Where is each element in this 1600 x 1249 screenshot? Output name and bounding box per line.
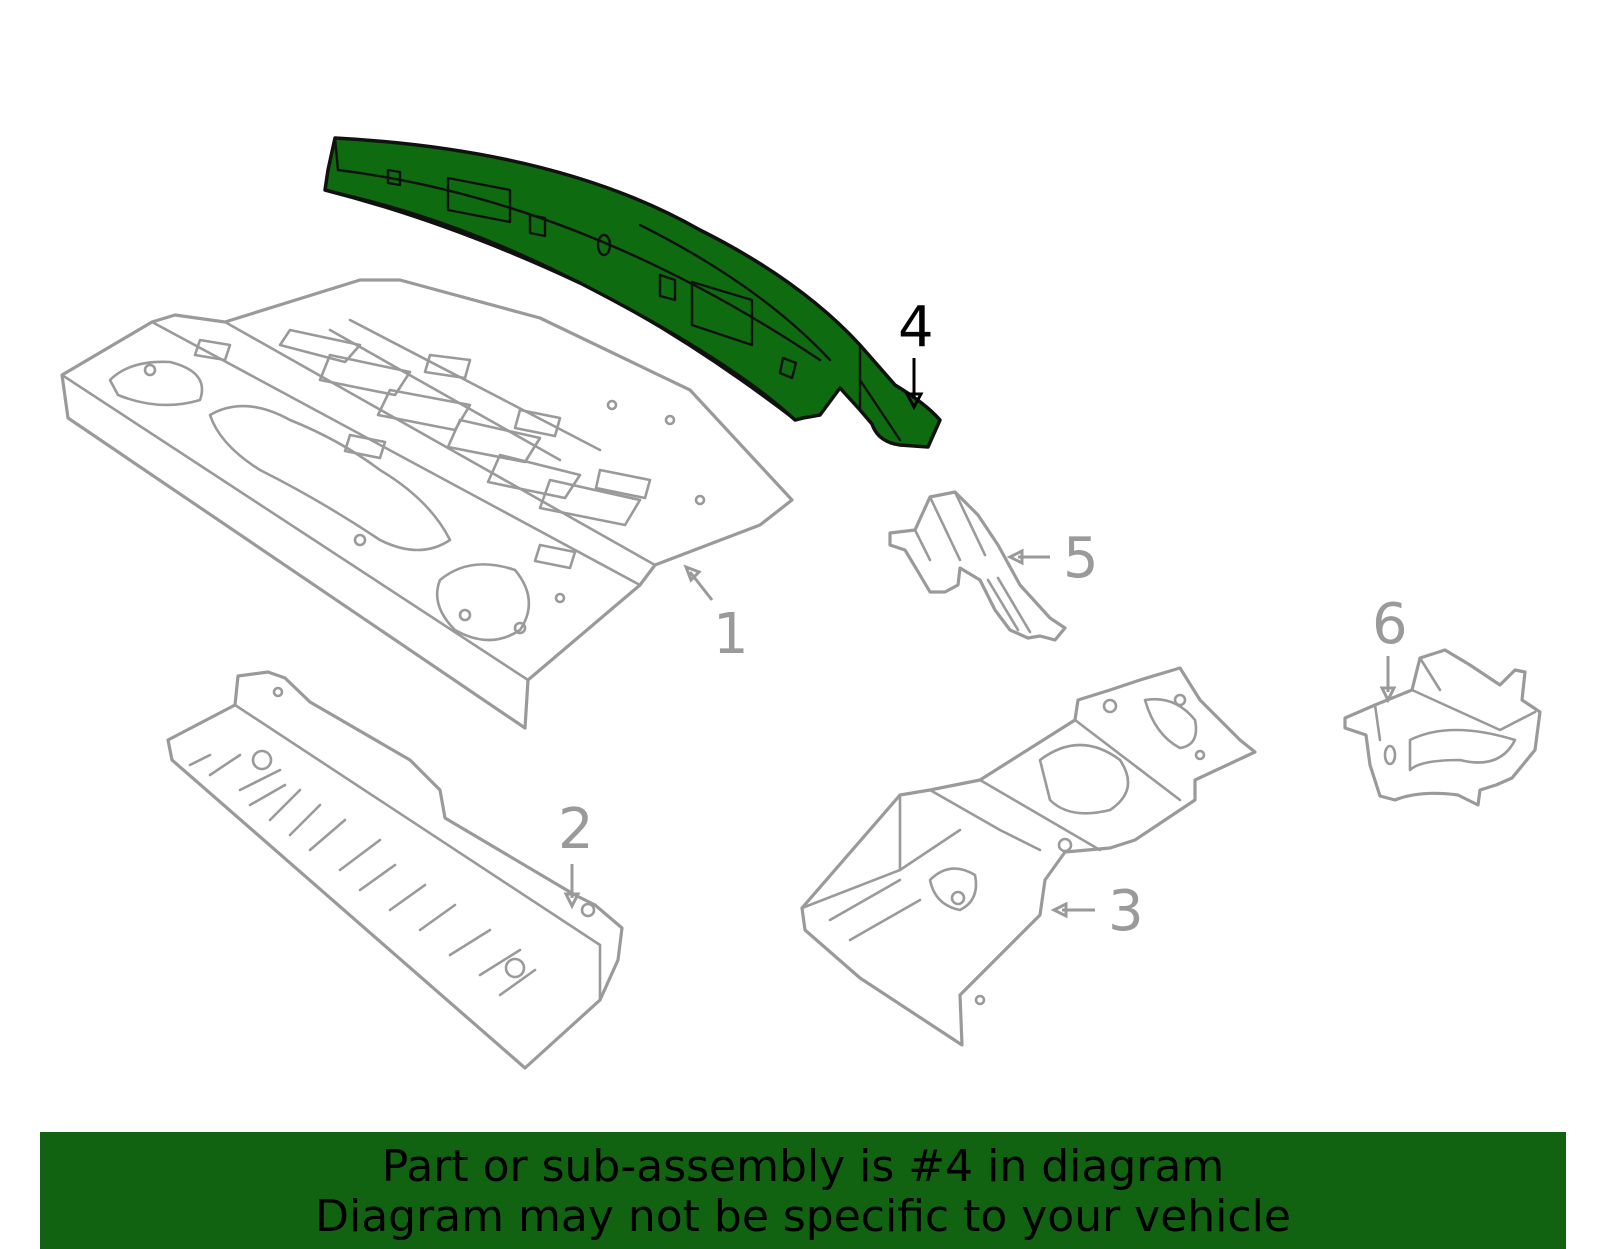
callout-5: 5 xyxy=(1006,526,1099,591)
info-banner: Part or sub-assembly is #4 in diagram Di… xyxy=(40,1132,1566,1249)
callout-3-number: 3 xyxy=(1108,879,1144,944)
callout-2: 2 xyxy=(558,797,594,910)
callout-1-number: 1 xyxy=(713,602,749,667)
part-5-bracket xyxy=(888,490,1067,642)
callout-5-number: 5 xyxy=(1063,526,1099,591)
callout-4-number: 4 xyxy=(898,295,934,360)
banner-line-2: Diagram may not be specific to your vehi… xyxy=(315,1191,1291,1242)
part-3-floor-member-assembly xyxy=(800,666,1257,1047)
callout-3: 3 xyxy=(1050,879,1144,944)
callout-1: 1 xyxy=(683,564,749,667)
part-2-lower-panel xyxy=(166,670,624,1070)
banner-line-1: Part or sub-assembly is #4 in diagram xyxy=(381,1141,1225,1192)
callout-6: 6 xyxy=(1372,592,1408,704)
callout-2-number: 2 xyxy=(558,797,594,862)
callout-6-number: 6 xyxy=(1372,592,1408,657)
part-6-side-member xyxy=(1343,648,1542,807)
callout-4: 4 xyxy=(898,295,934,411)
part-4-upper-rail-highlighted xyxy=(323,136,942,449)
part-1-rear-shelf-panel xyxy=(60,278,794,730)
